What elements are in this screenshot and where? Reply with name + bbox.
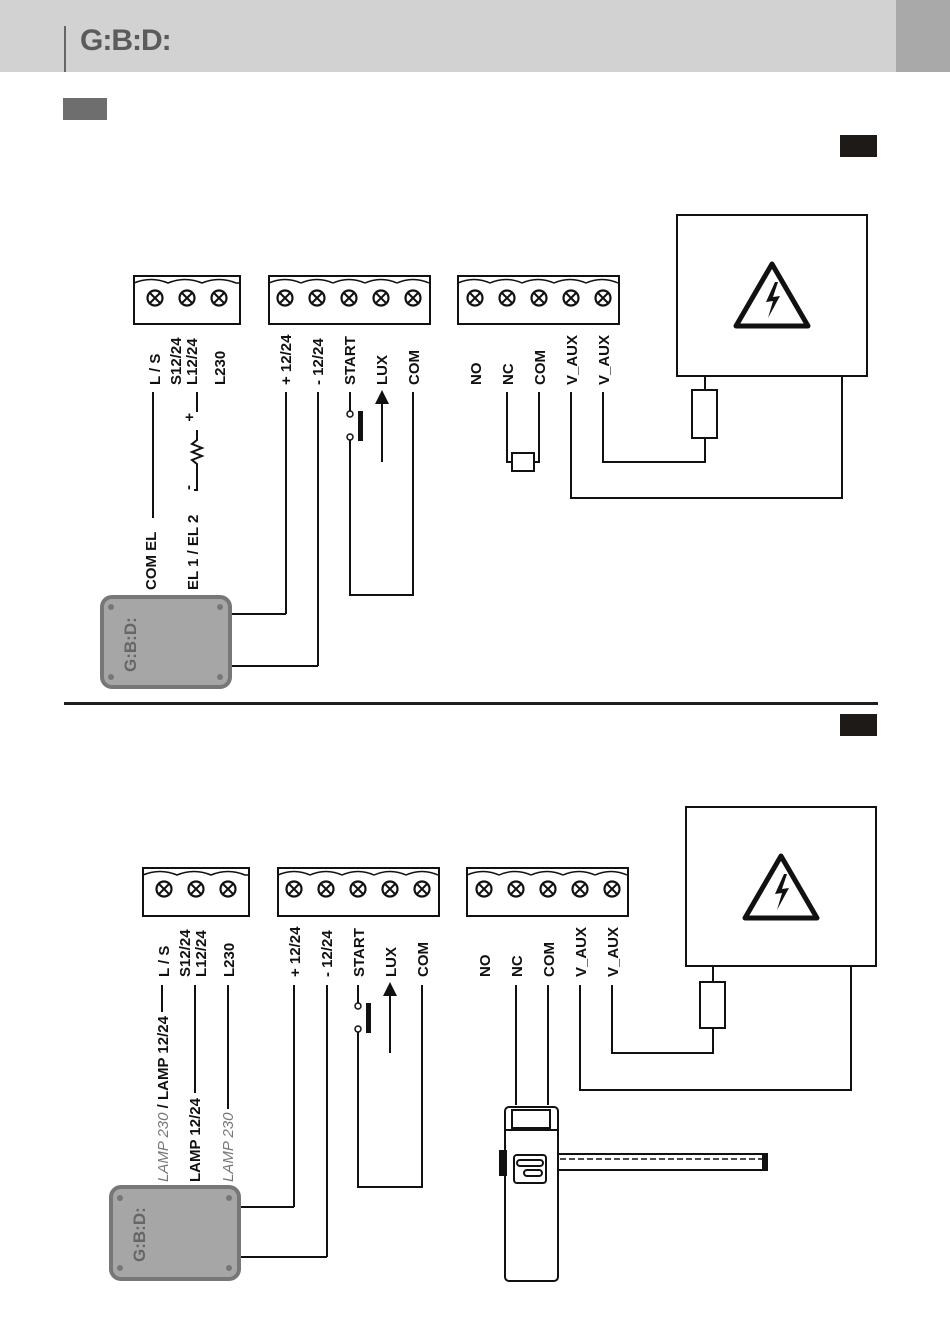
screw-terminal xyxy=(146,289,164,307)
aux-resistor xyxy=(691,389,718,439)
start-button-icon xyxy=(354,1002,371,1033)
label-v-aux-1: V_AUX xyxy=(564,335,581,385)
label-minus-12-24: - 12/24 xyxy=(310,338,327,385)
terminal-block-3 xyxy=(142,867,250,917)
terminal-block-5a xyxy=(277,867,440,917)
barrier-gate-icon xyxy=(499,1106,768,1282)
lux-arrow-icon xyxy=(383,982,397,996)
page-header: G:B:D: xyxy=(0,0,950,72)
header-tab xyxy=(896,0,950,72)
figure-bottom: L / S S12/24 L12/24 L230 + 12/24 - 12/24… xyxy=(109,806,877,1282)
polarity-plus: + xyxy=(185,409,194,426)
figure-marker-bottom xyxy=(840,714,877,736)
label-l12-24: L12/24 xyxy=(193,930,210,977)
wires-top xyxy=(152,376,843,667)
terminal-block-3 xyxy=(133,275,241,325)
label-nc: NC xyxy=(500,363,517,385)
label-v-aux-1: V_AUX xyxy=(573,927,590,977)
label-s12-24: S12/24 xyxy=(168,337,185,385)
label-minus-12-24: - 12/24 xyxy=(319,930,336,977)
screw-terminal xyxy=(178,289,196,307)
section-divider xyxy=(64,702,878,705)
label-start: START xyxy=(351,928,368,977)
figure-marker-top xyxy=(840,135,877,157)
label-relay-com: COM xyxy=(541,942,558,977)
label-lux: LUX xyxy=(383,947,400,977)
screw-terminal xyxy=(210,289,228,307)
label-nc: NC xyxy=(509,955,526,977)
lux-arrow-icon xyxy=(375,390,389,404)
label-com: COM xyxy=(406,350,423,385)
label-plus-12-24: + 12/24 xyxy=(278,334,295,385)
nc-bridge-contact xyxy=(511,452,535,472)
label-lux: LUX xyxy=(374,355,391,385)
label-plus-12-24: + 12/24 xyxy=(287,926,304,977)
label-no: NO xyxy=(477,954,494,977)
label-start: START xyxy=(342,336,359,385)
aux-resistor xyxy=(699,981,726,1029)
header-rule xyxy=(64,26,66,72)
label-lamp-230: LAMP 230 xyxy=(220,1112,237,1182)
terminal-block-5b xyxy=(466,867,629,917)
label-v-aux-2: V_AUX xyxy=(596,335,613,385)
gbd-device-bottom: G:B:D: xyxy=(109,1185,241,1281)
gbd-device-top: G:B:D: xyxy=(100,595,232,689)
label-lamp-12-24-inline: LAMP 12/24 xyxy=(155,1015,172,1100)
label-relay-com: COM xyxy=(532,350,549,385)
label-lamp-230-italic: LAMP 230 xyxy=(155,1112,172,1182)
label-no: NO xyxy=(468,362,485,385)
label-s12-24: S12/24 xyxy=(177,929,194,977)
wires-bottom xyxy=(161,966,852,1258)
label-l230: L230 xyxy=(221,943,238,977)
polarity-minus: - xyxy=(180,485,197,490)
start-button-icon xyxy=(346,410,363,441)
terminal-block-5b xyxy=(457,275,620,325)
label-com: COM xyxy=(415,942,432,977)
terminal-block-5a xyxy=(268,275,431,325)
label-l-s: L / S xyxy=(156,946,173,977)
figure-top: L / S S12/24 L12/24 L230 + 12/24 - 12/24… xyxy=(100,214,868,689)
label-l-s: L / S xyxy=(147,354,164,385)
label-lamp-sep: / xyxy=(155,1100,172,1113)
label-lamp-12-24: LAMP 12/24 xyxy=(187,1097,204,1182)
label-v-aux-2: V_AUX xyxy=(605,927,622,977)
label-com-el: COM EL xyxy=(143,532,160,590)
brand-logo: G:B:D: xyxy=(80,24,172,57)
device-logo: G:B:D: xyxy=(130,1207,149,1262)
label-el1-el2: EL 1 / EL 2 xyxy=(185,515,202,590)
device-logo: G:B:D: xyxy=(121,617,140,672)
label-lamp-combo: LAMP 230 / LAMP 12/24 xyxy=(155,1015,172,1182)
label-l12-24: L12/24 xyxy=(184,338,201,385)
label-l230: L230 xyxy=(212,351,229,385)
section-marker xyxy=(63,98,107,120)
